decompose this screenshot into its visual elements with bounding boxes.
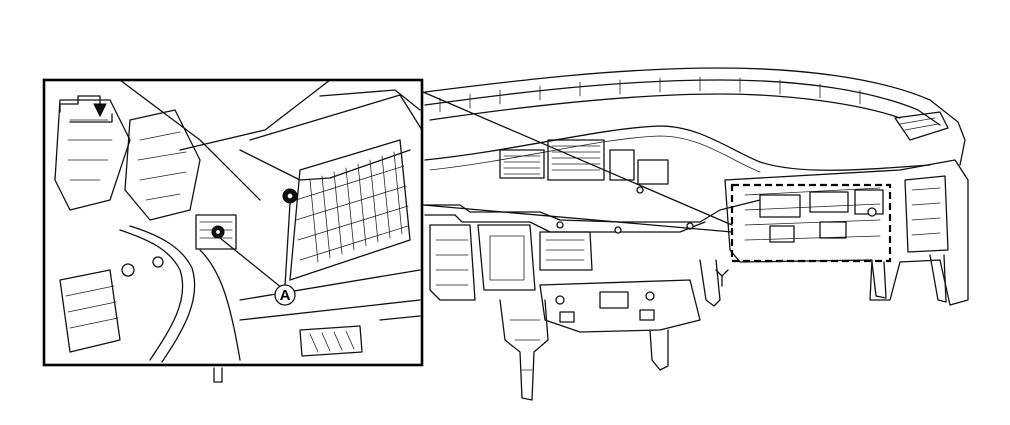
leader-line-bottom <box>422 204 733 233</box>
callout-a-label: A <box>280 287 291 304</box>
dashboard-assembly <box>424 67 969 401</box>
detail-inset: A <box>42 78 424 367</box>
detail-area-box <box>730 183 892 263</box>
front-arrow-icon <box>59 95 113 123</box>
tag-mark <box>213 367 223 383</box>
leader-line-top <box>422 91 733 226</box>
callout-a: A <box>274 284 296 306</box>
